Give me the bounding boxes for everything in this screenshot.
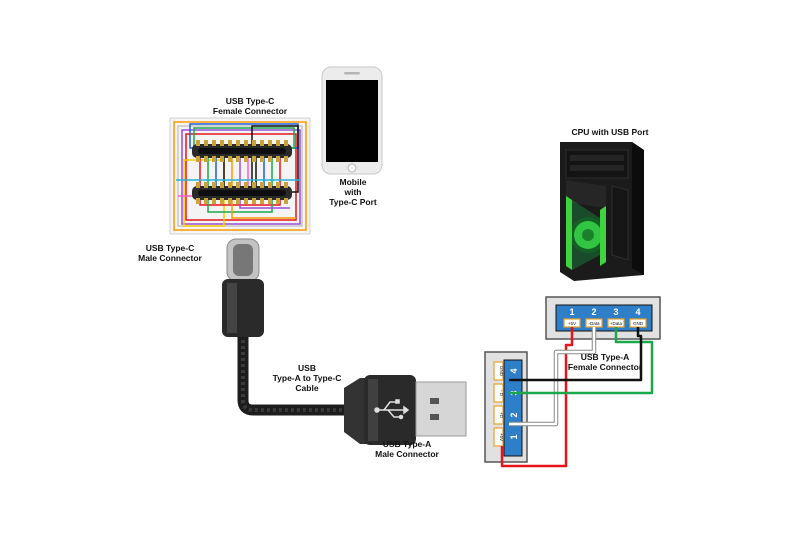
wire-data-plus: [509, 327, 654, 395]
typec-female-label: USB Type-C Female Connector: [212, 96, 288, 116]
female-pin-2: 2: [591, 307, 596, 317]
typea-male-connector: [344, 375, 467, 445]
female-signal-vcc: +5V: [568, 321, 576, 326]
male-pin-1: 1: [509, 434, 519, 439]
typea-female-label: USB Type-A Female Connector: [567, 352, 643, 372]
female-signal-ground: GND: [633, 321, 644, 326]
wire-vcc: [500, 327, 574, 468]
male-signal-vcc: +5V: [499, 433, 504, 441]
mobile-phone-icon: [321, 66, 383, 175]
male-pin-2: 2: [509, 412, 519, 417]
cpu-tower-icon: [560, 142, 644, 281]
wire-data-minus: [509, 327, 596, 426]
typea-female-port: 1 2 3 4 +5V -Data +Data GND: [545, 296, 661, 340]
female-pin-1: 1: [569, 307, 574, 317]
female-signal-data-minus: -Data: [588, 321, 600, 326]
cpu-label: CPU with USB Port: [571, 127, 649, 137]
female-pin-4: 4: [635, 307, 640, 317]
cable-label: USB Type-A to Type-C Cable: [272, 363, 342, 393]
wire-ground: [509, 327, 643, 382]
typea-male-label: USB Type-A Male Connector: [375, 439, 439, 459]
typec-female-connector: [169, 117, 311, 235]
typec-male-connector: [222, 238, 264, 337]
male-signal-data-minus: - D: [499, 390, 504, 397]
typea-male-plug-end: 4 3 2 1 GND - D +D +5V: [484, 351, 528, 463]
male-pin-4: 4: [509, 368, 519, 373]
male-signal-data-plus: +D: [499, 412, 504, 419]
usb-trident-icon: [374, 399, 410, 420]
typec-male-label: USB Type-C Male Connector: [138, 243, 202, 263]
male-signal-ground: GND: [499, 366, 504, 377]
mobile-label: Mobile with Type-C Port: [329, 177, 377, 207]
female-signal-data-plus: +Data: [610, 321, 623, 326]
female-pin-3: 3: [613, 307, 618, 317]
